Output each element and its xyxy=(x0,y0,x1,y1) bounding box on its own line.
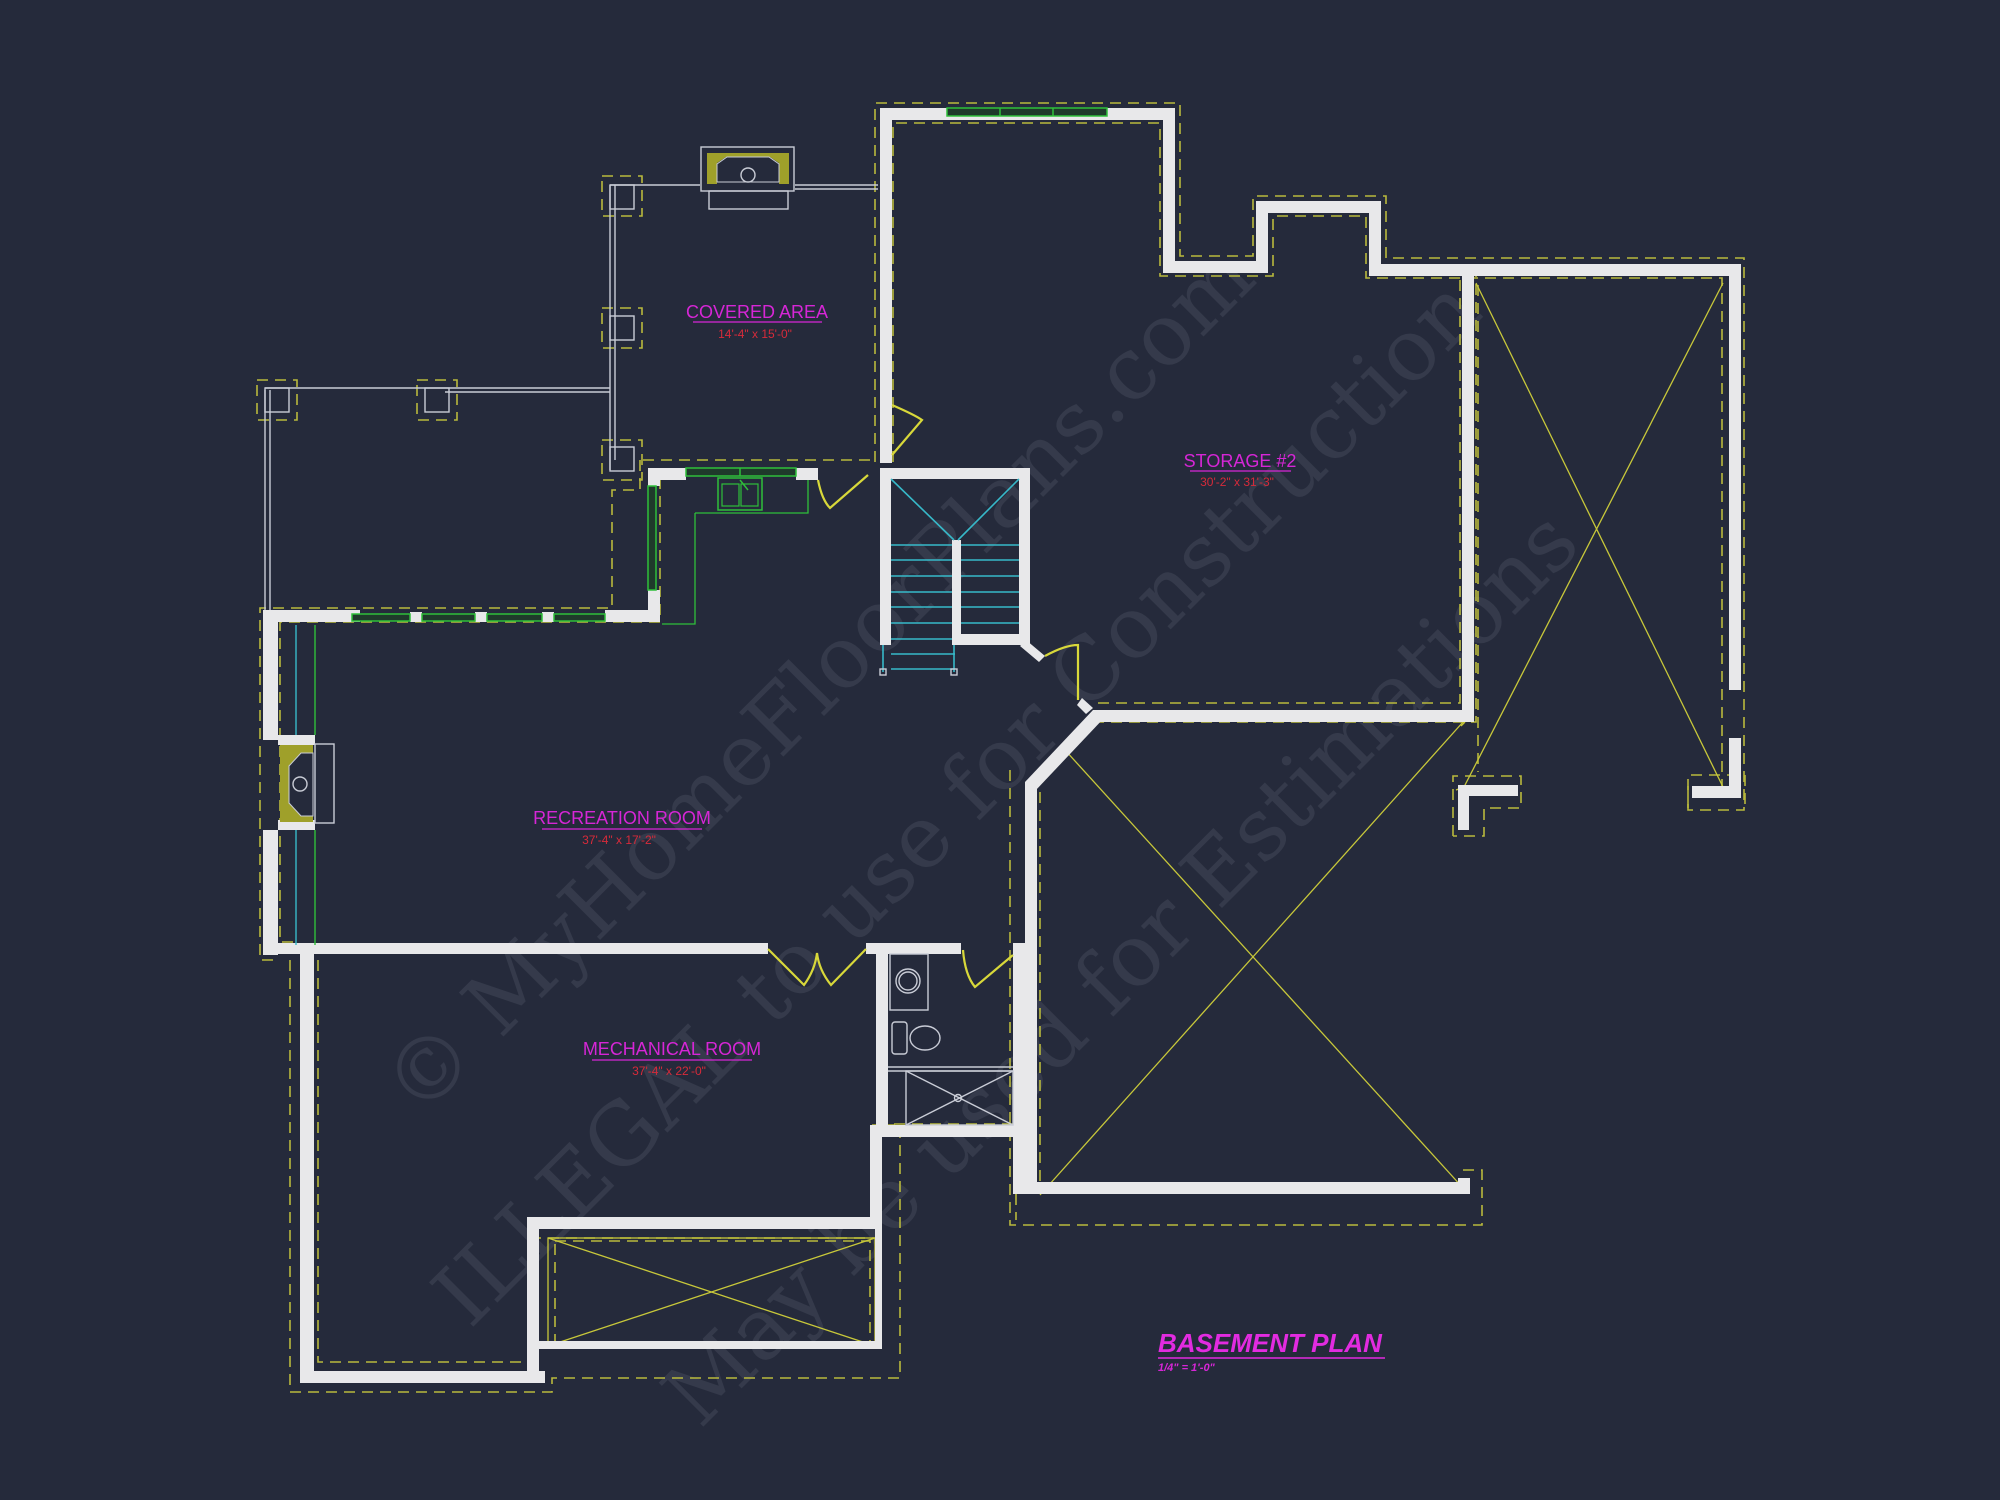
room-name: RECREATION ROOM xyxy=(533,808,711,828)
column-icon xyxy=(264,387,290,413)
door xyxy=(961,949,1014,989)
plan-title-block: BASEMENT PLAN 1/4" = 1'-0" xyxy=(1158,1328,1385,1374)
plan-title: BASEMENT PLAN xyxy=(1158,1328,1383,1358)
room-dimensions: 37'-4" x 22'-0" xyxy=(632,1064,706,1078)
unexcavated-areas xyxy=(547,282,1724,1347)
window xyxy=(421,613,476,622)
column-icon xyxy=(424,387,450,413)
room-storage-2[interactable]: STORAGE #2 30'-2" x 31'-3" xyxy=(1184,451,1297,489)
windows xyxy=(351,107,1108,622)
fireplace-icon xyxy=(700,146,795,210)
door xyxy=(1044,643,1080,700)
window xyxy=(553,613,606,622)
toilet-tank-icon xyxy=(891,1021,908,1055)
fireplace-icon xyxy=(280,743,335,824)
window xyxy=(486,613,543,622)
bathroom xyxy=(888,953,1014,1126)
window xyxy=(946,107,1108,117)
column-icon xyxy=(609,315,635,341)
column-icon xyxy=(609,184,635,210)
room-name: MECHANICAL ROOM xyxy=(583,1039,761,1059)
sink-icon xyxy=(662,477,809,625)
doors xyxy=(767,403,1080,989)
window xyxy=(685,467,797,477)
room-dimensions: 14'-4" x 15'-0" xyxy=(718,327,792,341)
door xyxy=(816,474,869,510)
room-recreation-room[interactable]: RECREATION ROOM 37'-4" x 17'-2" xyxy=(533,808,711,847)
room-dimensions: 37'-4" x 17'-2" xyxy=(582,833,656,847)
watermark: © MyHomeFloorPlans.com ILLEGAL to use fo… xyxy=(364,225,1598,1444)
room-dimensions: 30'-2" x 31'-3" xyxy=(1200,475,1274,489)
wall-trim xyxy=(295,625,316,945)
covered-area-framing xyxy=(264,184,878,612)
window xyxy=(647,485,657,591)
door xyxy=(891,403,924,456)
shower-icon xyxy=(905,1070,1014,1126)
room-mechanical-room[interactable]: MECHANICAL ROOM 37'-4" x 22'-0" xyxy=(583,1039,761,1078)
door xyxy=(767,948,867,987)
water-heater-box xyxy=(889,953,929,1011)
room-name: STORAGE #2 xyxy=(1184,451,1297,471)
toilet-icon xyxy=(909,1025,941,1051)
room-covered-area[interactable]: COVERED AREA 14'-4" x 15'-0" xyxy=(686,302,828,341)
room-name: COVERED AREA xyxy=(686,302,828,322)
stairs-icon xyxy=(879,478,1020,676)
water-heater-icon xyxy=(895,968,921,994)
window xyxy=(351,613,411,622)
plan-scale: 1/4" = 1'-0" xyxy=(1158,1362,1216,1374)
walls xyxy=(263,108,1741,1383)
column-icon xyxy=(609,446,635,472)
